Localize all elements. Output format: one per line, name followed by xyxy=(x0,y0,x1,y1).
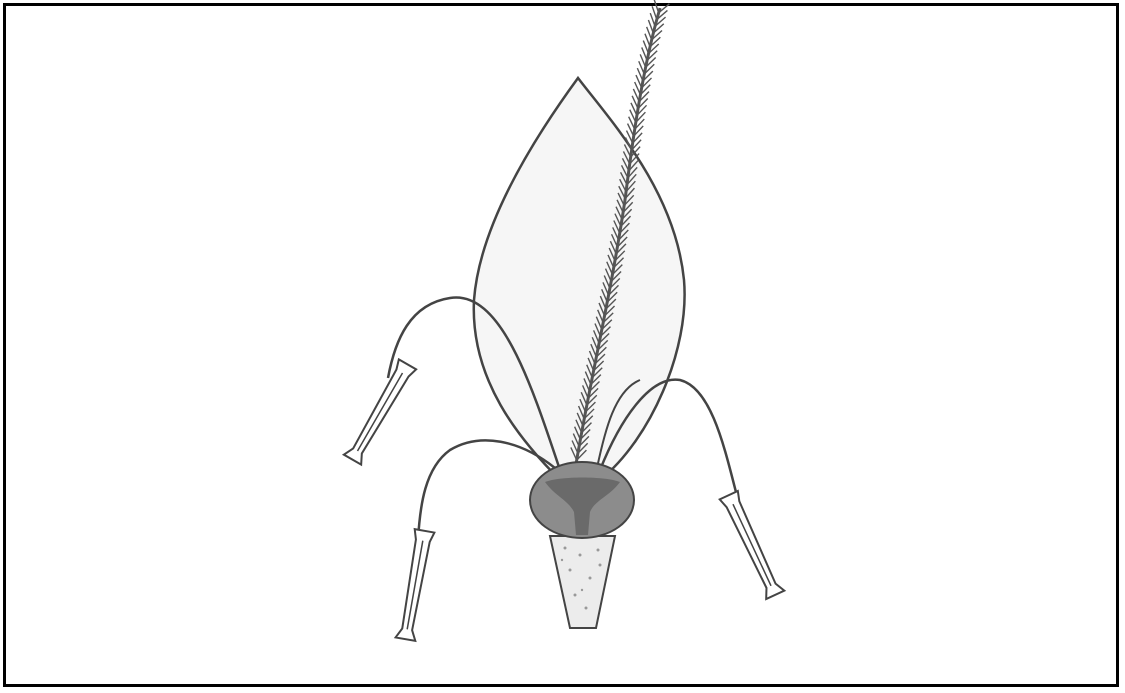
stamen-lower-left-anther xyxy=(396,529,435,641)
stamen-upper-left-anther xyxy=(344,359,416,464)
awn-hair xyxy=(650,13,655,26)
lemma-bract xyxy=(474,78,685,480)
flower-base xyxy=(550,536,615,628)
stamen-right-anther xyxy=(720,491,785,599)
awn-hair xyxy=(652,6,657,19)
awn-hair xyxy=(648,20,653,33)
awn-hair xyxy=(647,27,652,40)
awn-hair xyxy=(654,0,658,13)
